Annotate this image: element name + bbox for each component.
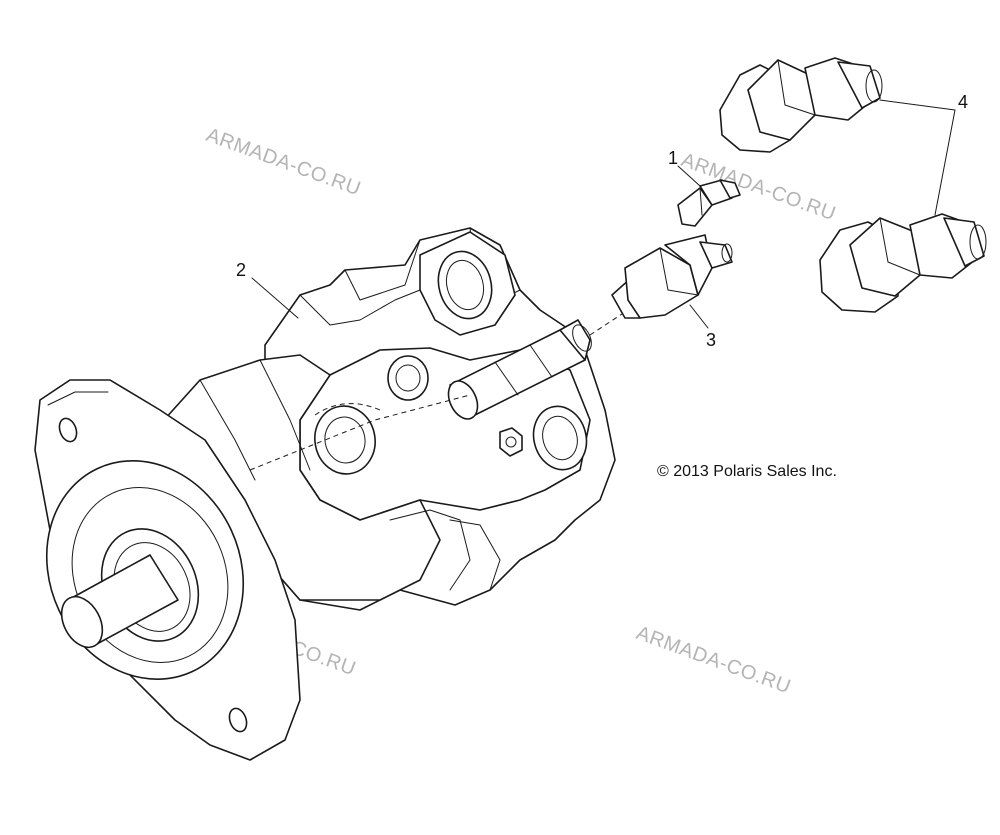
callout-3: 3 — [706, 330, 716, 350]
body-lower-rib-2 — [449, 519, 501, 591]
center-axis-hidden — [249, 394, 471, 471]
callout-1-leader — [677, 165, 701, 187]
flange-bolt-hole-upper — [58, 417, 78, 443]
part-1-nipple — [719, 179, 741, 199]
valve-collar-1 — [494, 361, 519, 396]
callout-1: 1 — [668, 148, 678, 168]
watermark-1: ARMADA-CO.RU — [203, 124, 363, 200]
callout-2: 2 — [236, 260, 246, 280]
elbow-upper-hex-edge-2 — [784, 104, 816, 116]
part-4-elbow-lower — [819, 213, 987, 313]
part-3-hex — [624, 247, 699, 319]
body-edge-2 — [259, 359, 311, 471]
part-3-nipple — [699, 241, 733, 269]
hex-plug — [499, 427, 523, 457]
part-3-nipple-end — [721, 243, 733, 263]
part-3-hex-edge-2 — [667, 289, 699, 296]
part-4-elbow-upper — [719, 57, 883, 153]
pump-body-front — [154, 354, 441, 601]
valve-stem-end — [572, 324, 592, 352]
upper-port — [437, 250, 493, 320]
hex-plug-center — [505, 436, 517, 448]
part-3-fitting — [589, 234, 733, 336]
lower-port-inner — [542, 415, 578, 461]
flange-bolt-hole-lower — [228, 707, 248, 733]
side-port — [314, 405, 376, 475]
elbow-lower-nipple — [943, 217, 985, 267]
callout-2-leader — [251, 277, 299, 319]
elbow-lower-hex-edge-2 — [887, 261, 921, 276]
drive-shaft-end — [60, 595, 104, 649]
callout-4: 4 — [958, 92, 968, 112]
elbow-lower-hex-edge — [879, 217, 889, 263]
copyright-notice: © 2013 Polaris Sales Inc. — [657, 463, 837, 480]
side-port-inner — [324, 416, 366, 464]
valve-boss-upper-inner — [395, 364, 421, 392]
valve-bore-end — [447, 380, 479, 420]
part-1-fitting — [677, 165, 741, 227]
elbow-lower-nipple-end — [969, 224, 987, 260]
valve-collar-2 — [529, 344, 553, 378]
callout-3-leader — [689, 304, 709, 329]
flange-edge — [47, 391, 109, 406]
part-3-body — [664, 234, 713, 296]
part-3-alignment-line — [589, 311, 626, 336]
part-1-hex — [677, 187, 713, 227]
part-3-hex-edge — [659, 247, 669, 291]
pump-body-ridge — [299, 289, 421, 326]
upper-port-inner — [445, 259, 485, 311]
elbow-upper-nipple-end — [865, 69, 883, 103]
pump-body-ridge-2 — [344, 239, 421, 301]
watermark-5: ARMADA-CO.RU — [633, 622, 793, 698]
body-lower-rib — [389, 509, 471, 591]
elbow-upper-hex-edge — [777, 59, 786, 106]
body-edge — [199, 379, 256, 481]
callout-4-leader — [879, 99, 956, 216]
part-1-hex-edge — [699, 187, 703, 216]
hydraulic-pump — [34, 227, 616, 761]
valve-boss-upper — [387, 355, 429, 401]
